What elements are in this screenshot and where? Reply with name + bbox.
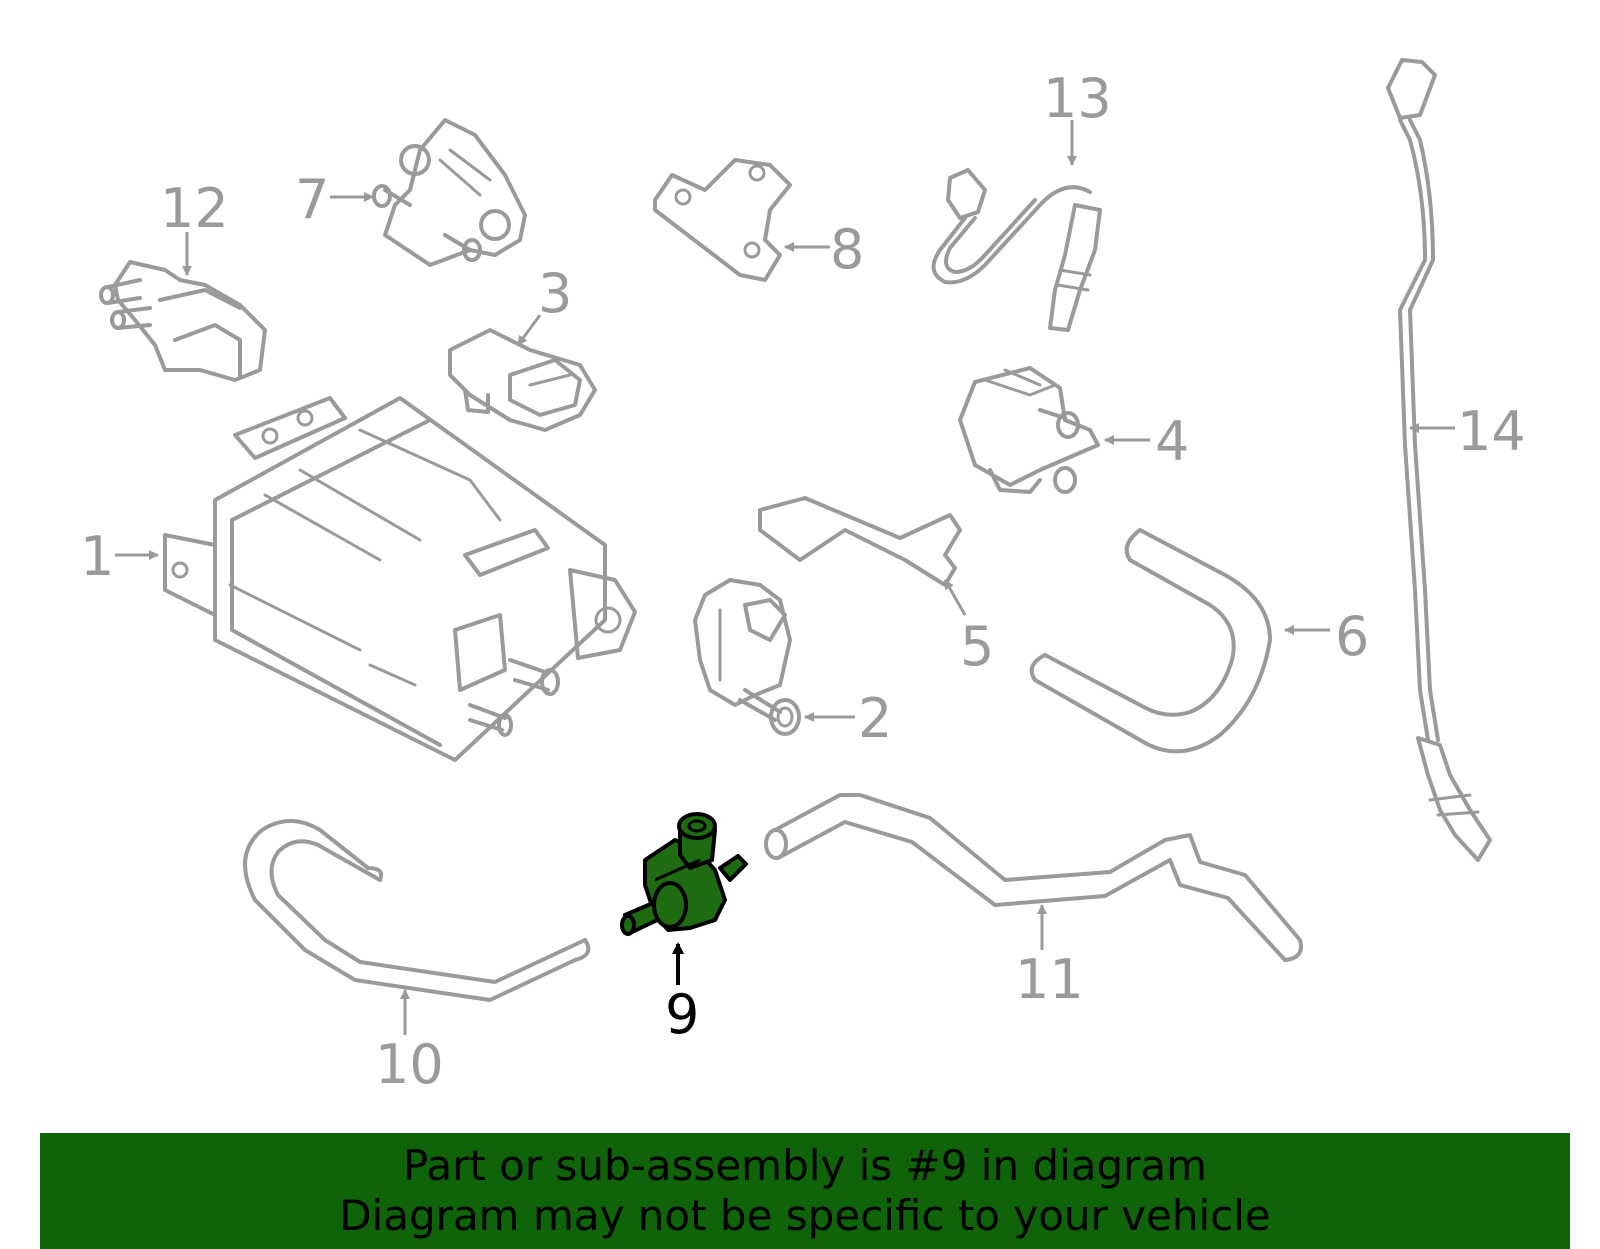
part-7-valve [372, 118, 527, 267]
callout-8: 8 [830, 218, 864, 281]
callout-2: 2 [858, 687, 892, 750]
callout-10: 10 [375, 1033, 444, 1096]
callout-4: 4 [1155, 410, 1189, 473]
callout-3: 3 [538, 262, 572, 325]
callout-7: 7 [295, 168, 329, 231]
part-8-bracket [653, 158, 792, 282]
part-3-sensor [448, 328, 597, 432]
callout-13: 13 [1043, 67, 1112, 130]
callout-11: 11 [1015, 948, 1084, 1011]
part-2-valve [693, 578, 801, 736]
part-5-bracket [758, 496, 962, 587]
part-9-highlighted-valve [620, 812, 748, 936]
part-10-hose [243, 819, 591, 1002]
part-1-canister [163, 396, 637, 762]
part-13-o2-sensor [931, 168, 1102, 332]
leader-5 [943, 579, 967, 616]
part-11-hose [764, 793, 1303, 962]
callout-9: 9 [665, 983, 699, 1046]
part-14-o2-sensor [1386, 58, 1492, 862]
notice-banner: Part or sub-assembly is #9 in diagram Di… [40, 1133, 1570, 1249]
part-6-hose [1029, 528, 1272, 754]
callout-1: 1 [80, 525, 114, 588]
callout-5: 5 [960, 615, 994, 678]
leader-3 [516, 314, 542, 346]
callout-6: 6 [1335, 605, 1369, 668]
banner-line-1: Part or sub-assembly is #9 in diagram [402, 1141, 1208, 1190]
callout-12: 12 [160, 177, 229, 240]
part-4-solenoid [958, 366, 1100, 494]
part-12-solenoid [99, 260, 267, 382]
callout-14: 14 [1457, 400, 1526, 463]
banner-line-2: Diagram may not be specific to your vehi… [339, 1191, 1271, 1240]
